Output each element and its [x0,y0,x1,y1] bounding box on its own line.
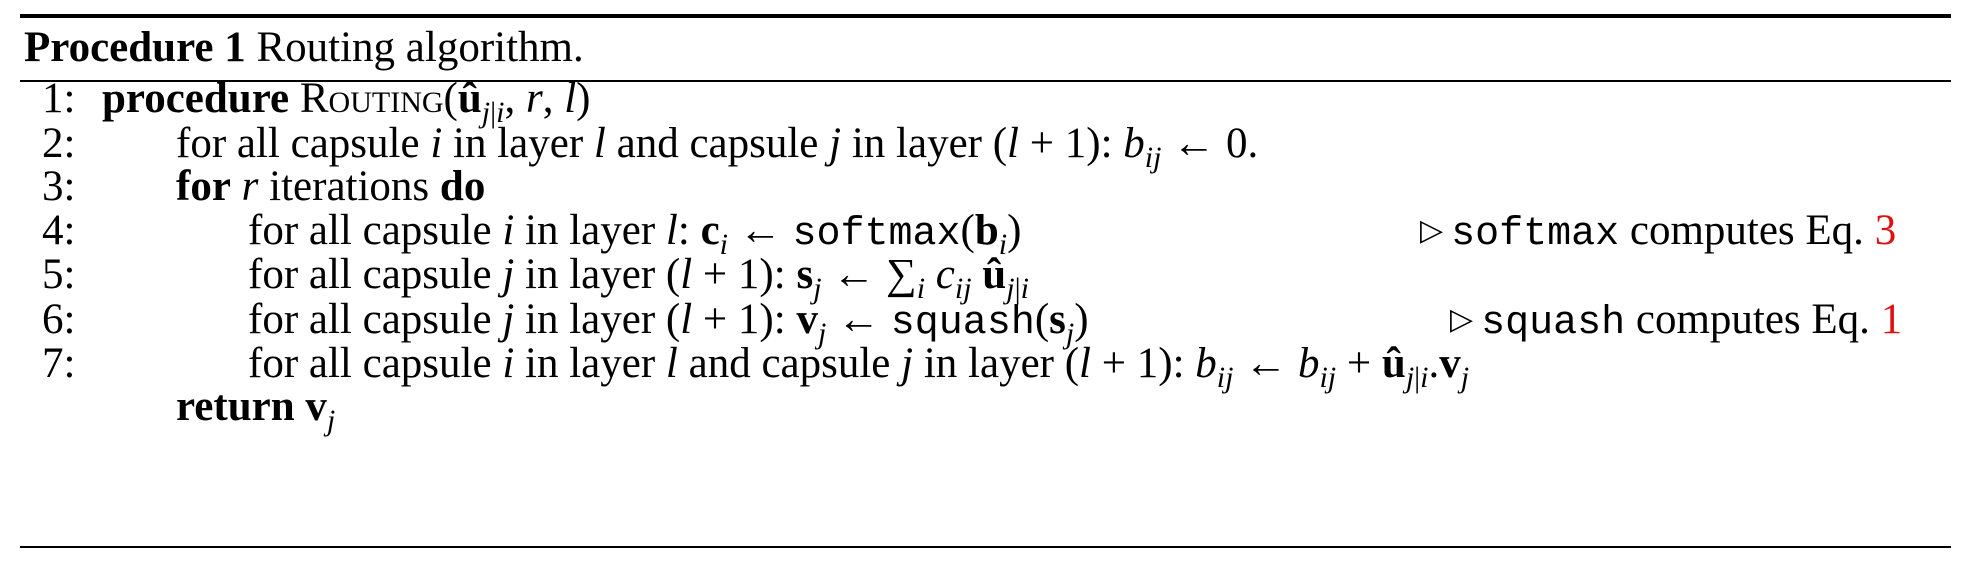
procedure-caption: Procedure 1 Routing algorithm. [24,22,584,74]
line-number: 3: [42,163,76,210]
comment-text: computes Eq. [1635,296,1870,343]
keyword-for: for [176,163,231,210]
equation-ref-link[interactable]: 3 [1874,207,1897,254]
comment-triangle-icon: ▷ [1450,303,1474,336]
comment-text: computes Eq. [1629,207,1864,254]
line-number: 2: [42,120,76,167]
bottom-rule [20,546,1951,548]
keyword-do: do [439,163,486,210]
equation-ref-link[interactable]: 1 [1880,296,1903,343]
keyword-return: return [176,383,295,430]
line-6-body: for all capsule j in layer (l + 1): vj ←… [248,296,1089,350]
comment-line-6: ▷squash computes Eq. 1 [1450,296,1903,346]
function-squash: squash [890,301,1035,346]
line-4-body: for all capsule i in layer l: ci ← softm… [248,207,1022,261]
caption-text: Routing algorithm. [256,24,584,71]
line-number: 1: [42,75,76,122]
line-7-body: for all capsule i in layer l and capsule… [248,340,1470,394]
line-number: 6: [42,296,76,343]
function-softmax: softmax [792,212,961,257]
comment-triangle-icon: ▷ [1420,214,1444,247]
comment-line-4: ▷softmax computes Eq. 3 [1420,207,1897,257]
line-2-body: for all capsule i in layer l and capsule… [176,120,1259,174]
procedure-name: Routing [299,75,444,122]
top-rule [20,14,1951,18]
word-iterations: iterations [269,163,430,210]
line-1-body: procedure Routing(ûj|i, r, l) [102,75,591,129]
keyword-procedure: procedure [102,75,290,122]
line-5-body: for all capsule j in layer (l + 1): sj ←… [248,251,1029,305]
line-number: 7: [42,340,76,387]
line-number: 4: [42,207,76,254]
header-rule [20,80,1951,82]
caption-label: Procedure 1 [24,24,246,71]
line-3-body: for r iterations do [176,163,486,210]
return-body: return vj [176,383,336,437]
line-number: 5: [42,251,76,298]
